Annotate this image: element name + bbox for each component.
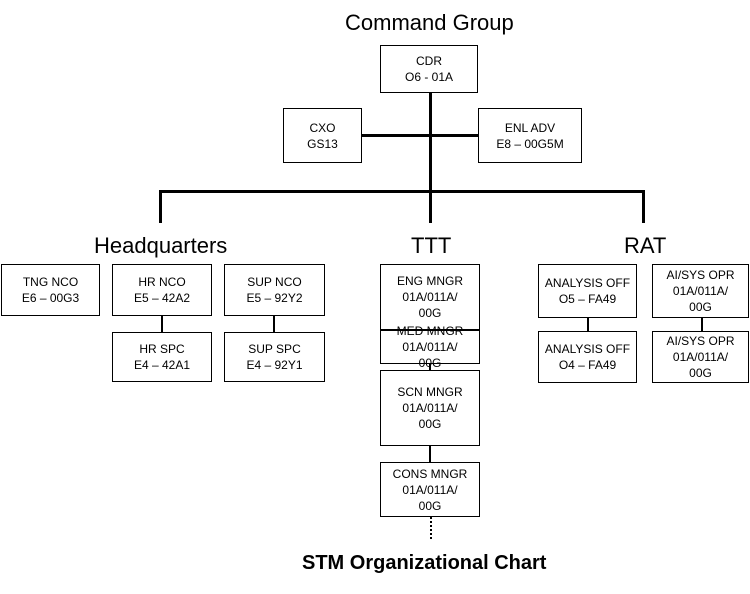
analysis-off-o4-role: ANALYSIS OFF [544, 342, 631, 356]
cons-mngr-box: CONS MNGR 01A/011A/ 00G [380, 462, 480, 517]
hr-nco-box: HR NCO E5 – 42A2 [112, 264, 212, 316]
scn-mngr-role: SCN MNGR [397, 385, 463, 399]
command-group-title: Command Group [345, 10, 514, 35]
connector-branch-headquarters [159, 190, 162, 223]
connector-med-scn [429, 362, 431, 370]
tng-nco-grade: E6 – 00G3 [21, 291, 80, 305]
med-mngr-grade-suffix: 00G [418, 356, 442, 370]
enl-adv-role: ENL ADV [504, 120, 556, 135]
scn-mngr-box: SCN MNGR 01A/011A/ 00G [380, 370, 480, 446]
connector-branch-rat [642, 190, 645, 223]
scn-mngr-grade: 01A/011A/ [402, 401, 458, 415]
cons-mngr-grade-suffix: 00G [418, 498, 442, 513]
ttt-title: TTT [411, 233, 452, 258]
analysis-off-o4-box: ANALYSIS OFF O4 – FA49 [538, 331, 637, 383]
hr-spc-grade: E4 – 42A1 [133, 358, 191, 372]
tng-nco-role: TNG NCO [22, 275, 79, 289]
hr-spc-box: HR SPC E4 – 42A1 [112, 332, 212, 382]
eng-mngr-box: ENG MNGR 01A/011A/ 00G [380, 264, 480, 330]
sup-spc-role: SUP SPC [248, 342, 301, 356]
sup-spc-grade: E4 – 92Y1 [246, 358, 303, 372]
ai-sys-opr-2-box: AI/SYS OPR 01A/011A/ 00G [652, 331, 749, 383]
ai-sys-opr-1-grade: 01A/011A/ [672, 284, 729, 298]
cdr-box: CDR O6 - 01A [380, 45, 478, 93]
enl-adv-box: ENL ADV E8 – 00G5M [478, 108, 582, 163]
sup-nco-box: SUP NCO E5 – 92Y2 [224, 264, 325, 316]
connector-cxo-enl [362, 134, 478, 137]
cxo-box: CXO GS13 [283, 108, 362, 163]
ai-sys-opr-1-role: AI/SYS OPR [666, 268, 735, 282]
cons-mngr-role: CONS MNGR [392, 466, 468, 481]
chart-title: STM Organizational Chart [302, 552, 547, 574]
tng-nco-box: TNG NCO E6 – 00G3 [1, 264, 100, 316]
cxo-role: CXO [309, 120, 336, 135]
rat-title: RAT [624, 233, 667, 258]
connector-hr-nco-hr-spc [161, 316, 163, 332]
sup-nco-grade: E5 – 92Y2 [246, 291, 303, 305]
connector-sup-nco-sup-spc [273, 316, 275, 332]
sup-spc-box: SUP SPC E4 – 92Y1 [224, 332, 325, 382]
cdr-role: CDR [416, 54, 442, 68]
connector-scn-cons [429, 446, 431, 462]
hr-nco-grade: E5 – 42A2 [133, 291, 191, 305]
connector-cdr-trunk [429, 93, 432, 223]
connector-branch-horizontal [159, 190, 645, 193]
connector-ai-sys-opr [701, 318, 703, 331]
med-mngr-role: MED MNGR [396, 324, 464, 338]
eng-mngr-grade: 01A/011A/ [402, 290, 458, 304]
ai-sys-opr-2-grade: 01A/011A/ [672, 350, 729, 364]
cdr-grade: O6 - 01A [404, 70, 454, 84]
ai-sys-opr-2-role: AI/SYS OPR [666, 334, 735, 348]
enl-adv-grade: E8 – 00G5M [496, 136, 564, 151]
ai-sys-opr-1-grade-suffix: 00G [689, 300, 712, 314]
connector-analysis-off [587, 318, 589, 331]
cxo-grade: GS13 [307, 136, 338, 151]
analysis-off-o5-grade: O5 – FA49 [558, 292, 617, 306]
analysis-off-o5-box: ANALYSIS OFF O5 – FA49 [538, 264, 637, 318]
eng-mngr-role: ENG MNGR [397, 274, 463, 288]
analysis-off-o5-role: ANALYSIS OFF [544, 276, 631, 290]
ai-sys-opr-2-grade-suffix: 00G [689, 366, 712, 380]
eng-mngr-grade-suffix: 00G [418, 306, 442, 320]
ai-sys-opr-1-box: AI/SYS OPR 01A/011A/ 00G [652, 264, 749, 318]
cons-mngr-grade: 01A/011A/ [402, 482, 458, 497]
analysis-off-o4-grade: O4 – FA49 [558, 358, 617, 372]
scn-mngr-grade-suffix: 00G [418, 417, 442, 431]
med-mngr-box: MED MNGR 01A/011A/ 00G [380, 324, 480, 370]
sup-nco-role: SUP NCO [247, 275, 302, 289]
hr-nco-role: HR NCO [138, 275, 186, 289]
hr-spc-role: HR SPC [139, 342, 185, 356]
med-mngr-grade: 01A/011A/ [402, 340, 458, 354]
continuation-dots [430, 517, 432, 539]
headquarters-title: Headquarters [94, 233, 228, 258]
